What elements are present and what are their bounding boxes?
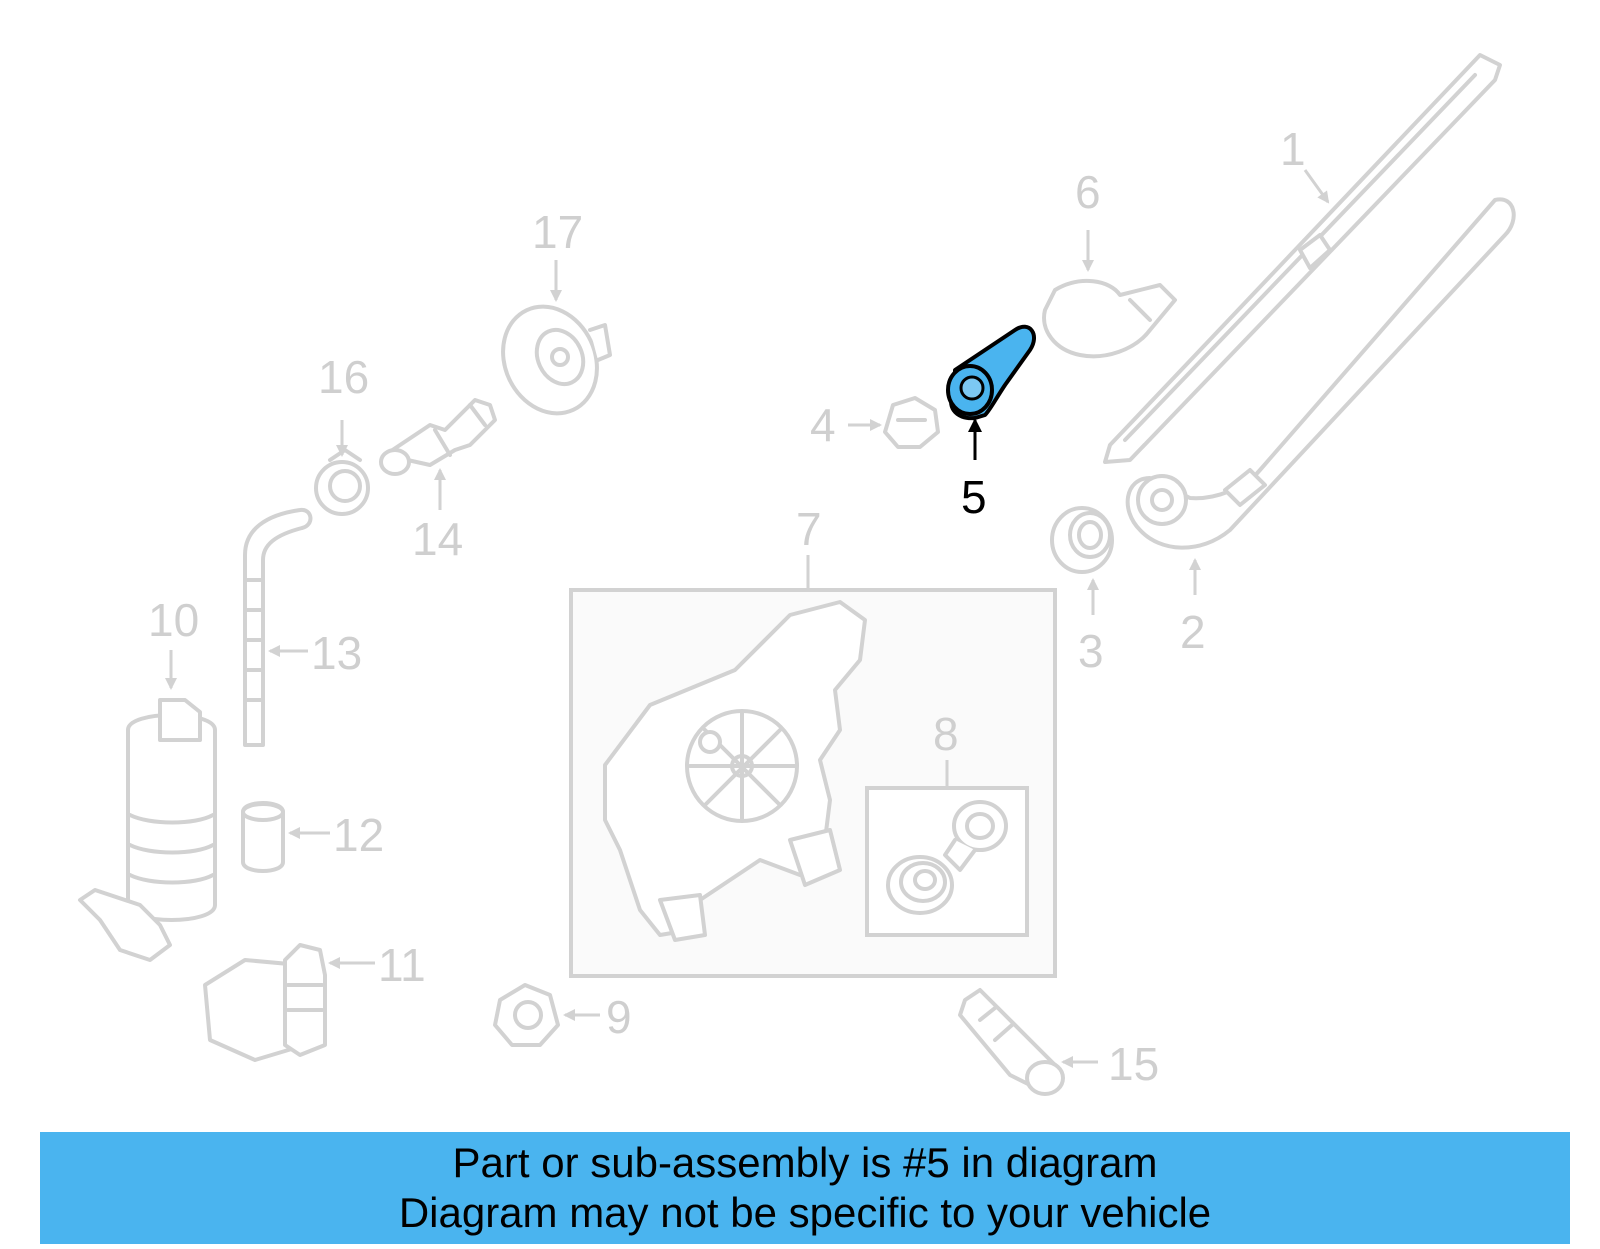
callout-4: 4 — [810, 399, 836, 451]
arm-cap-part-highlighted — [946, 324, 1036, 421]
hose-part — [243, 507, 313, 747]
washer-pump-part — [78, 698, 217, 962]
callout-12: 12 — [333, 809, 384, 861]
callout-13: 13 — [311, 627, 362, 679]
callout-16: 16 — [318, 351, 369, 403]
callout-17: 17 — [532, 206, 583, 258]
callout-1: 1 — [1280, 123, 1306, 175]
cover-cap-part — [1042, 278, 1177, 359]
banner-line-disclaimer: Diagram may not be specific to your vehi… — [398, 1189, 1212, 1236]
callout-6: 6 — [1075, 166, 1101, 218]
wiper-blade-part — [1103, 53, 1502, 464]
leader-lines — [165, 169, 1330, 1068]
hose-clamp-part — [314, 448, 370, 516]
info-banner: Part or sub-assembly is #5 in diagram Di… — [40, 1132, 1570, 1244]
flange-nut-part — [493, 983, 560, 1047]
grommet-part — [501, 304, 612, 416]
banner-line-part-number: Part or sub-assembly is #5 in diagram — [452, 1139, 1158, 1186]
wiper-arm-part — [1125, 197, 1516, 550]
callout-11: 11 — [378, 939, 426, 991]
filter-part — [241, 801, 285, 873]
hose-connector-part — [379, 398, 497, 476]
washer-pump-small-part — [203, 943, 327, 1062]
callout-5: 5 — [961, 471, 987, 523]
callout-7: 7 — [796, 503, 822, 555]
callout-9: 9 — [606, 991, 632, 1043]
callout-8: 8 — [933, 708, 959, 760]
washer-jet-part — [958, 988, 1065, 1096]
callout-3: 3 — [1078, 625, 1104, 677]
nut-part — [883, 396, 940, 449]
bushing-part — [1050, 506, 1114, 574]
callout-2: 2 — [1180, 606, 1206, 658]
callout-10: 10 — [148, 594, 199, 646]
callout-14: 14 — [412, 513, 463, 565]
grommet-kit-part — [865, 786, 1029, 937]
callout-labels: 1 2 3 4 5 6 7 8 9 10 11 12 13 14 15 16 1… — [148, 123, 1306, 1090]
callout-15: 15 — [1108, 1038, 1159, 1090]
